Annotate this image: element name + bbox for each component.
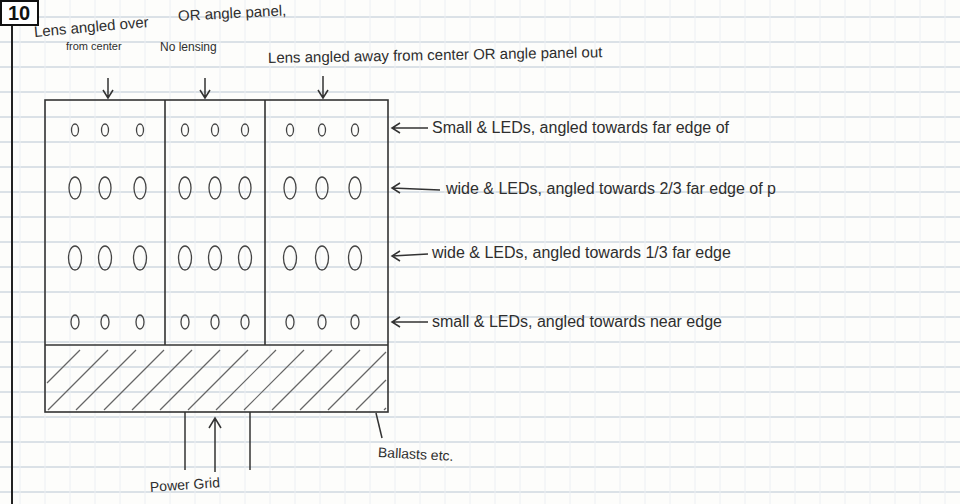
row-note: wide & LEDs, angled towards 1/3 far edge xyxy=(432,244,731,262)
row-note: Small & LEDs, angled towards far edge of xyxy=(432,119,729,137)
led-panel xyxy=(45,100,388,412)
page-number-box: 10 xyxy=(0,0,39,26)
page-number: 10 xyxy=(2,2,37,24)
page-border xyxy=(11,0,13,504)
lens-note: Lens angled over xyxy=(33,14,149,40)
ballast-label: Ballasts etc. xyxy=(378,445,454,464)
row-note: wide & LEDs, angled towards 2/3 far edge… xyxy=(446,180,776,198)
lens-note: No lensing xyxy=(160,41,217,54)
ballast-hatching xyxy=(47,350,386,410)
lens-note: from center xyxy=(66,40,122,52)
row-note: small & LEDs, angled towards near edge xyxy=(432,313,722,331)
leader-arrows xyxy=(103,76,440,472)
led-symbols xyxy=(69,124,362,329)
lens-note: Lens angled away from center OR angle pa… xyxy=(268,44,603,66)
